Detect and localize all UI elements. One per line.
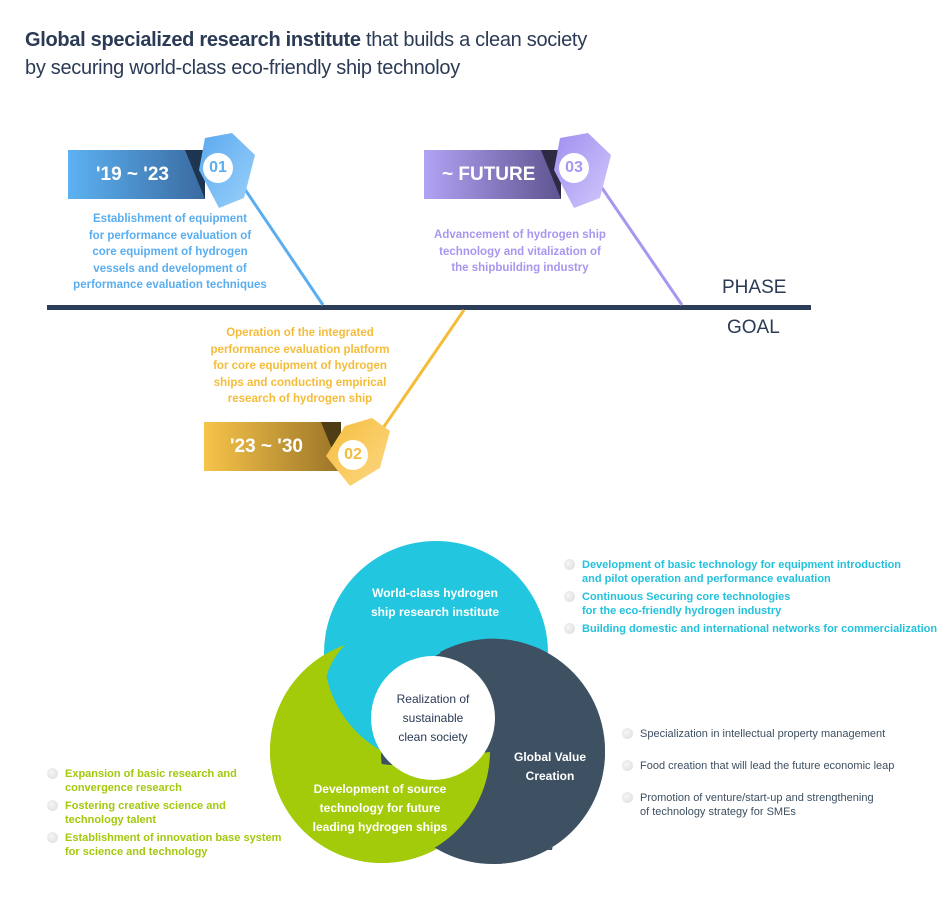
source-technology-bullets: Expansion of basic research and converge… xyxy=(47,767,287,863)
bullet-dot-icon xyxy=(47,768,58,779)
phase-03-period: ~ FUTURE xyxy=(442,164,536,185)
bullet-line: convergence research xyxy=(65,782,182,794)
bullet-dot-icon xyxy=(622,760,633,771)
desc-line: ships and conducting empirical xyxy=(213,376,387,389)
bullet-item: Food creation that will lead the future … xyxy=(622,759,942,773)
center-label: Realization of sustainable clean society xyxy=(373,690,493,747)
desc-line: for core equipment of hydrogen xyxy=(213,360,387,372)
desc-line: Establishment of equipment xyxy=(93,213,247,225)
bullet-item: Establishment of innovation base system … xyxy=(47,831,287,859)
desc-line: core equipment of hydrogen xyxy=(92,246,248,258)
goal-label: GOAL xyxy=(727,317,780,338)
phase-03-banner xyxy=(424,150,561,199)
desc-line: technology and vitalization of xyxy=(439,245,601,258)
bullet-line: Establishment of innovation base system xyxy=(65,832,282,844)
bullet-dot-icon xyxy=(622,792,633,803)
phase-02-period: '23 ~ '30 xyxy=(230,436,303,457)
bullet-dot-icon xyxy=(564,623,575,634)
label-line: World-class hydrogen xyxy=(372,586,498,600)
bullet-dot-icon xyxy=(564,559,575,570)
phase-02-connector xyxy=(381,309,466,429)
desc-line: research of hydrogen ship xyxy=(227,393,373,405)
center-circle xyxy=(371,656,495,780)
title-line2: by securing world-class eco-friendly shi… xyxy=(25,57,460,79)
desc-line: Advancement of hydrogen ship xyxy=(434,229,606,241)
center-line: Realization of xyxy=(396,692,470,706)
bullet-item: Continuous Securing core technologies fo… xyxy=(564,590,944,618)
bullet-line: for science and technology xyxy=(65,846,208,858)
label-line: Development of source xyxy=(313,782,447,796)
label-line: Global Value xyxy=(513,750,587,764)
phase-02-number: 02 xyxy=(338,440,368,470)
label-line: Creation xyxy=(525,769,575,783)
phase-03-description: Advancement of hydrogen ship technology … xyxy=(420,227,620,277)
segment-source-technology-label: Development of source technology for fut… xyxy=(295,780,465,837)
bullet-line: Food creation that will lead the future … xyxy=(640,760,895,772)
label-line: ship research institute xyxy=(370,605,500,619)
desc-line: Operation of the integrated xyxy=(226,327,374,339)
page-title: Global specialized research institute th… xyxy=(25,26,587,82)
bullet-line: Building domestic and international netw… xyxy=(582,623,938,635)
bullet-item: Development of basic technology for equi… xyxy=(564,558,944,586)
segment-research-institute-label: World-class hydrogen ship research insti… xyxy=(345,584,525,622)
phase-01-number: 01 xyxy=(203,153,233,183)
center-line: sustainable xyxy=(402,711,464,725)
phase-01-banner xyxy=(68,150,205,199)
bullet-line: technology talent xyxy=(65,814,157,826)
bullet-line: Specialization in intellectual property … xyxy=(640,728,886,740)
desc-line: performance evaluation platform xyxy=(210,343,390,356)
desc-line: vessels and development of xyxy=(93,262,247,275)
bullet-dot-icon xyxy=(622,728,633,739)
label-line: technology for future xyxy=(319,801,441,815)
research-institute-bullets: Development of basic technology for equi… xyxy=(564,558,944,640)
desc-line: the shipbuilding industry xyxy=(451,262,589,274)
timeline-axis xyxy=(47,305,811,310)
segment-global-value-label: Global Value Creation xyxy=(495,748,605,786)
bullet-item: Promotion of venture/start-up and streng… xyxy=(622,791,942,819)
bullet-item: Building domestic and international netw… xyxy=(564,622,944,636)
phase-01-connector xyxy=(238,181,325,306)
bullet-line: of technology strategy for SMEs xyxy=(640,806,796,818)
bullet-dot-icon xyxy=(47,832,58,843)
bullet-item: Fostering creative science and technolog… xyxy=(47,799,287,827)
bullet-line: Promotion of venture/start-up and streng… xyxy=(640,792,874,804)
bullet-line: and pilot operation and performance eval… xyxy=(582,573,831,585)
phase-label: PHASE xyxy=(722,277,787,298)
global-value-bullets: Specialization in intellectual property … xyxy=(622,727,942,823)
bullet-dot-icon xyxy=(47,800,58,811)
cycle-diagram xyxy=(269,541,606,864)
desc-line: for performance evaluation of xyxy=(88,229,252,242)
phase-02-description: Operation of the integrated performance … xyxy=(200,325,400,408)
desc-line: performance evaluation techniques xyxy=(73,279,267,291)
phase-03-connector xyxy=(598,184,684,306)
phase-03-number: 03 xyxy=(559,153,589,183)
bullet-line: Fostering creative science and xyxy=(65,800,226,812)
phase-01-description: Establishment of equipment for performan… xyxy=(62,211,278,294)
bullet-line: for the eco-friendly hydrogen industry xyxy=(582,605,782,617)
title-bold: Global specialized research institute xyxy=(25,29,361,51)
phase-02-banner xyxy=(204,422,341,471)
title-rest: that builds a clean society xyxy=(365,29,587,51)
bullet-line: Development of basic technology for equi… xyxy=(582,559,902,571)
bullet-line: Expansion of basic research and xyxy=(65,768,237,780)
phase-01-period: '19 ~ '23 xyxy=(96,164,169,185)
bullet-dot-icon xyxy=(564,591,575,602)
bullet-line: Continuous Securing core technologies xyxy=(582,591,791,603)
center-line: clean society xyxy=(398,730,468,744)
phase-01-fold xyxy=(185,150,205,199)
bullet-item: Expansion of basic research and converge… xyxy=(47,767,287,795)
label-line: leading hydrogen ships xyxy=(312,820,448,834)
bullet-item: Specialization in intellectual property … xyxy=(622,727,942,741)
